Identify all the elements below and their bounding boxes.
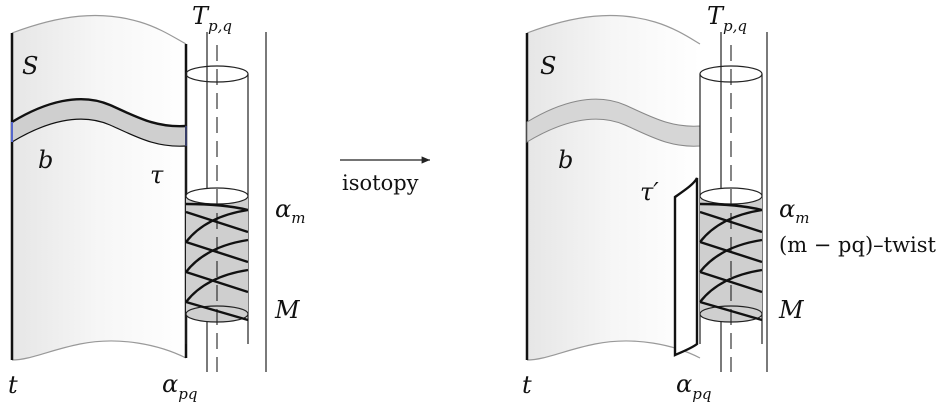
- right-label-alpha-pq: αpq: [676, 370, 711, 403]
- left-band-top-edge: [11, 98, 187, 128]
- left-label-alpha-pq: αpq: [162, 370, 197, 403]
- right-label-M: M: [778, 296, 805, 324]
- left-panel: S b τ t Tp,q αm M αpq: [8, 2, 305, 403]
- right-helix-start: [699, 202, 763, 212]
- left-label-alpha-m: αm: [275, 195, 305, 227]
- right-surface-sheet: [527, 15, 700, 361]
- left-helix-back: [185, 208, 249, 303]
- right-label-twist: (m − pq)–twist: [779, 233, 937, 257]
- left-label-T-main: T: [192, 2, 210, 30]
- left-label-M: M: [274, 296, 301, 324]
- left-label-alpha-pq-main: α: [162, 370, 178, 398]
- left-label-alpha-m-main: α: [275, 195, 291, 223]
- left-label-S: S: [22, 52, 38, 80]
- right-label-alpha-m: αm: [779, 195, 809, 227]
- right-panel: S b τ′ t Tp,q αm (m − pq)–twist M αpq: [522, 2, 937, 403]
- right-label-b: b: [558, 146, 573, 174]
- left-sheet-top-edge: [11, 14, 187, 45]
- isotopy-arrow: isotopy: [340, 156, 430, 195]
- right-sheet-top-edge: [526, 14, 701, 45]
- right-label-S: S: [540, 52, 556, 80]
- right-strip-tau-prime: [673, 177, 699, 357]
- left-band-bottom-edge: [11, 118, 187, 147]
- left-label-T-sub: p,q: [208, 17, 232, 35]
- left-helix-alpha-m: [185, 210, 249, 322]
- left-helix-start: [185, 202, 249, 212]
- right-label-tau-prime: τ′: [640, 178, 659, 206]
- right-label-alpha-m-main: α: [779, 195, 795, 223]
- right-helix-alpha-m: [699, 210, 763, 322]
- right-label-T-sub: p,q: [723, 17, 747, 35]
- right-label-T: Tp,q: [707, 2, 747, 35]
- left-label-alpha-pq-sub: pq: [178, 385, 197, 403]
- isotopy-label: isotopy: [342, 171, 419, 195]
- right-label-T-main: T: [707, 2, 725, 30]
- right-label-alpha-m-sub: m: [795, 209, 809, 227]
- right-label-t: t: [522, 371, 532, 399]
- left-label-alpha-m-sub: m: [291, 209, 305, 227]
- left-label-t: t: [8, 371, 18, 399]
- left-label-tau: τ: [150, 161, 164, 189]
- right-label-alpha-pq-sub: pq: [692, 385, 711, 403]
- left-band-b: [12, 99, 186, 147]
- right-label-alpha-pq-main: α: [676, 370, 692, 398]
- right-helix-back: [699, 208, 763, 303]
- left-sheet-bottom-edge: [11, 340, 187, 361]
- left-label-b: b: [38, 146, 53, 174]
- left-label-T: Tp,q: [192, 2, 232, 35]
